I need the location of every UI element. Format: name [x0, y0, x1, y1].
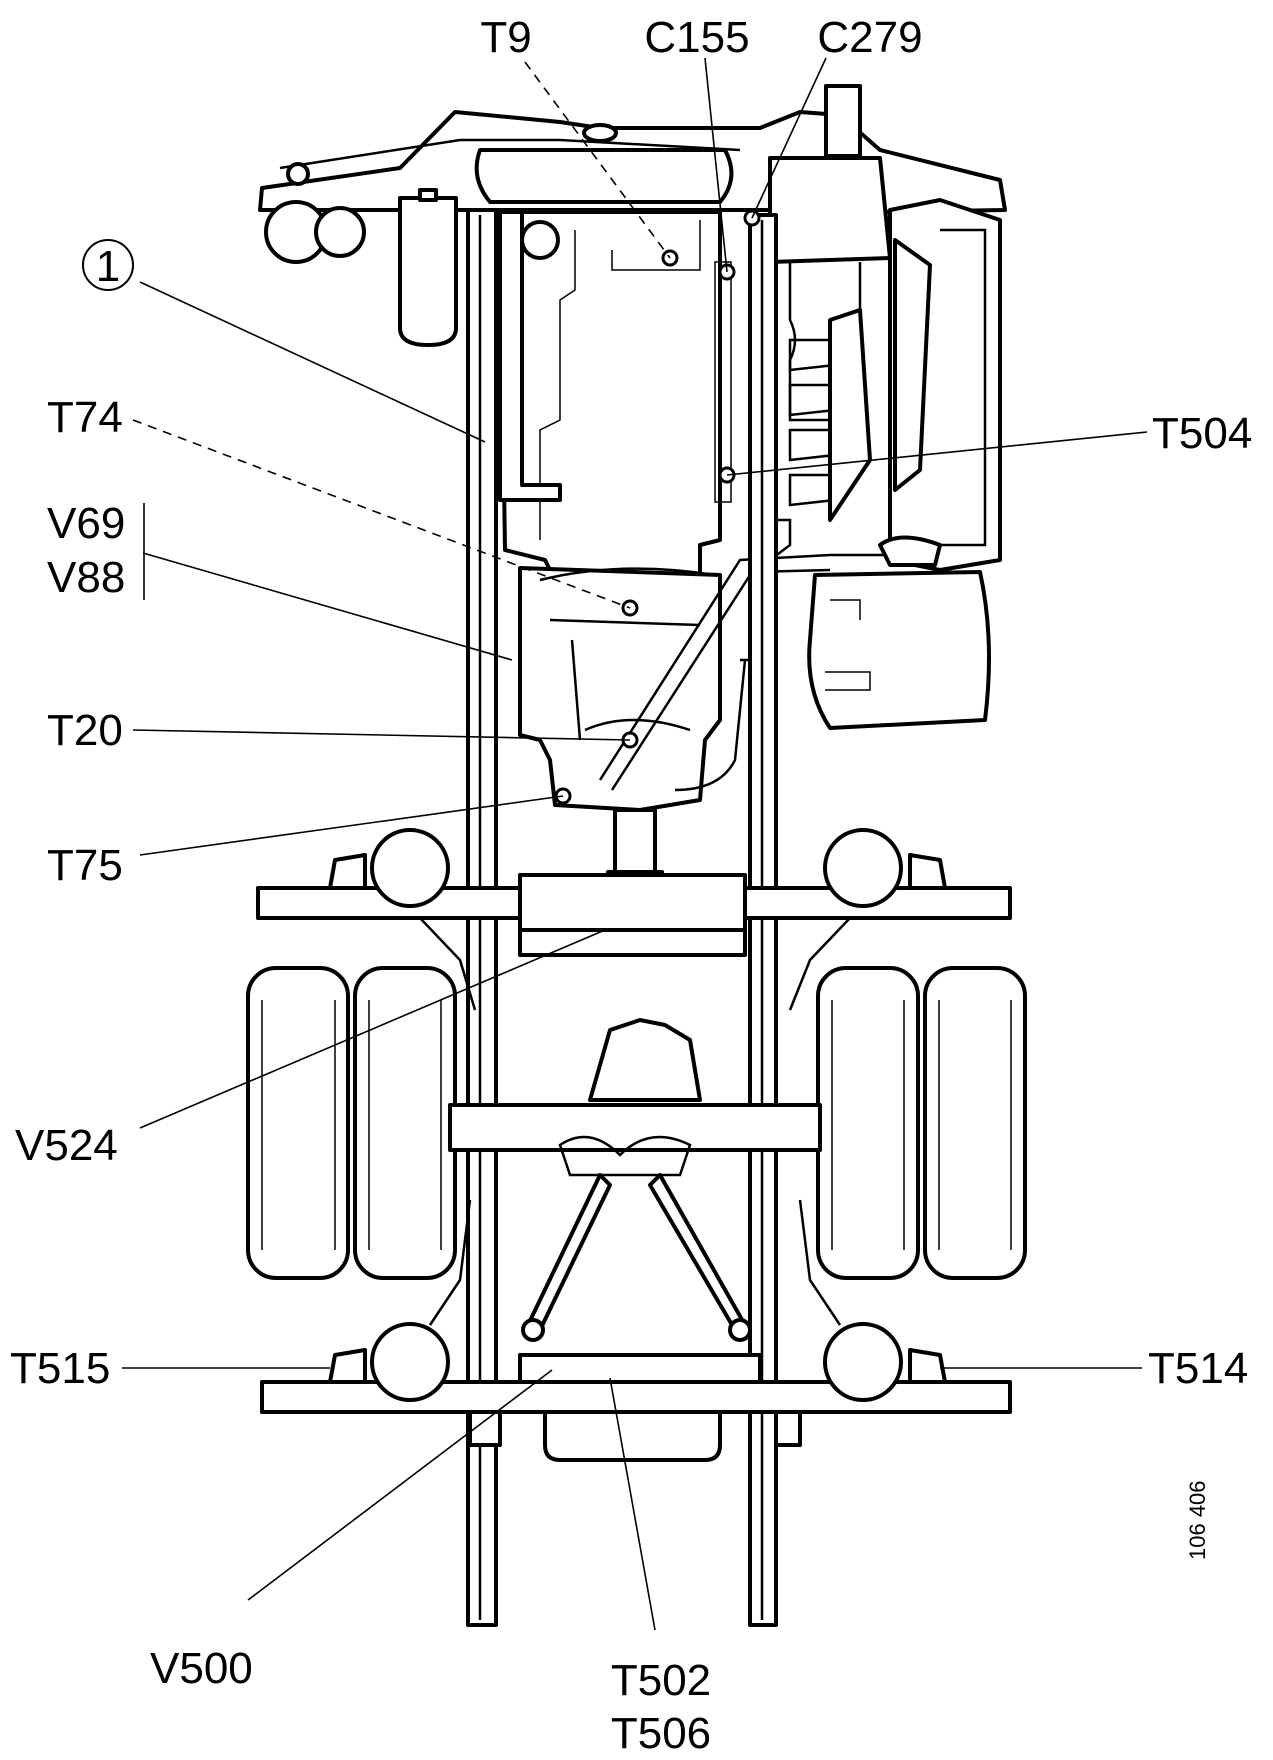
label-v500: V500: [150, 1644, 253, 1693]
differential: [588, 1018, 702, 1102]
front-right-spring-bag: [823, 828, 903, 908]
label-t74: T74: [47, 393, 123, 442]
label-c279: C279: [817, 13, 922, 62]
rear-left-spring-bag: [370, 1322, 450, 1402]
label-t515: T515: [10, 1344, 110, 1393]
rear-tank: [543, 1410, 722, 1462]
callout-1-circle: [82, 239, 134, 291]
front-left-spring-bag: [370, 828, 450, 908]
label-v88: V88: [47, 553, 125, 602]
leader-lines: [122, 57, 1148, 1631]
label-t9: T9: [480, 13, 531, 62]
exhaust-pipe: [824, 84, 862, 158]
rear-cross-beam: [260, 1380, 1012, 1414]
rear-right-spring-bag: [823, 1322, 903, 1402]
label-v69: V69: [47, 499, 125, 548]
label-t504: T504: [1152, 409, 1252, 458]
label-c155: C155: [644, 13, 749, 62]
label-t75: T75: [47, 841, 123, 890]
v-stays: [526, 1173, 612, 1332]
label-t502: T502: [611, 1656, 711, 1705]
fuel-tank: [807, 570, 991, 730]
label-callout-1: 1: [96, 242, 120, 291]
figure-number: 106 406: [1185, 1480, 1210, 1560]
coolant-pipe: [598, 553, 900, 781]
air-filter: [768, 156, 892, 264]
filter-canister: [398, 196, 458, 347]
label-t506: T506: [611, 1709, 711, 1758]
chassis-drawing: [246, 84, 1027, 1627]
front-cap: [582, 123, 618, 143]
label-v524: V524: [15, 1121, 118, 1170]
label-t20: T20: [47, 706, 123, 755]
front-cylinder: [474, 148, 734, 204]
engine-block: [498, 210, 722, 592]
component-labels: T9 C155 C279 1 T74 V69 V88 T504 T20 T75 …: [10, 13, 1252, 1758]
label-t514: T514: [1148, 1344, 1248, 1393]
rear-axle: [448, 1103, 822, 1152]
